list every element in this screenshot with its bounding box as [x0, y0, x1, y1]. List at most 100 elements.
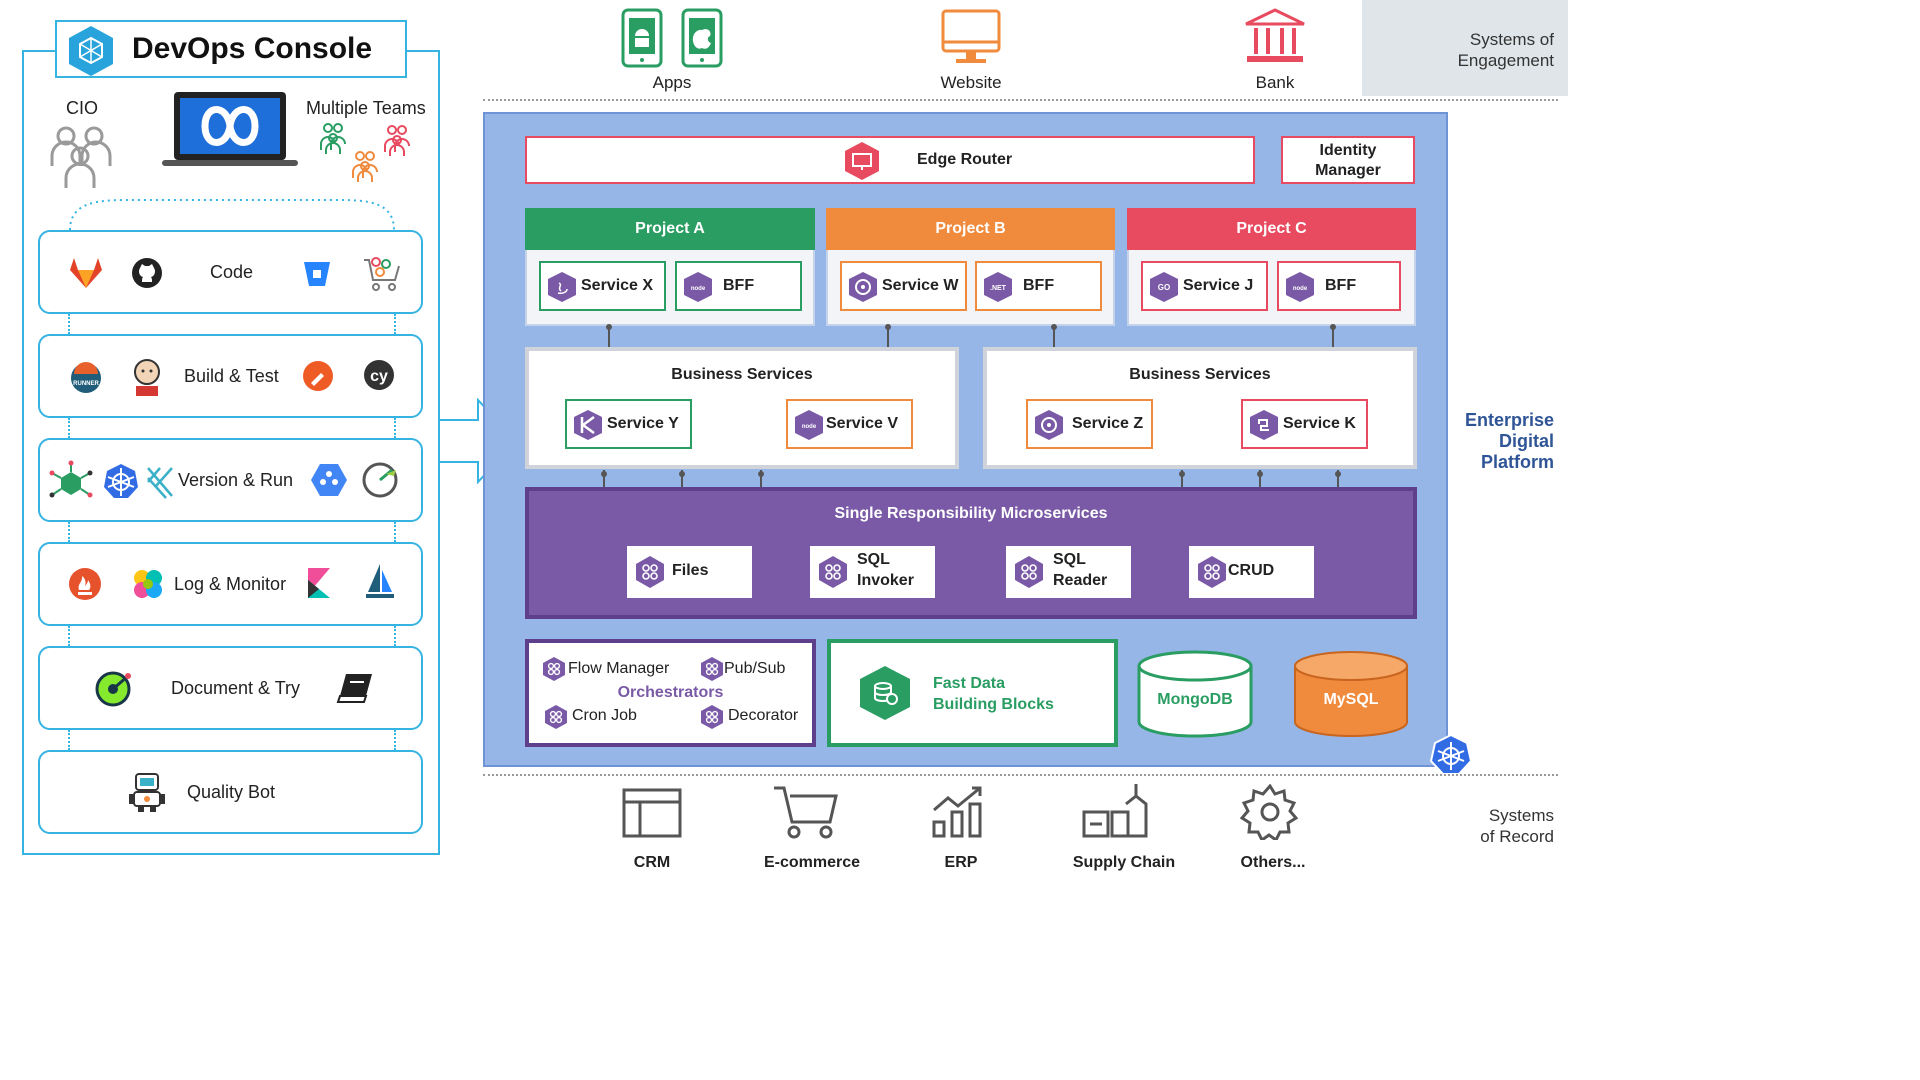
card-connector	[394, 730, 396, 750]
service-w-label: Service W	[882, 277, 959, 294]
identity-manager-label-2: Manager	[1315, 162, 1381, 179]
bff-a-label: BFF	[723, 277, 755, 294]
kubernetes-icon	[104, 464, 138, 498]
service-j[interactable]: GO Service J	[1141, 261, 1268, 311]
mysql-label: MySQL	[1323, 691, 1379, 708]
microservice-files[interactable]: Files	[627, 546, 752, 598]
card-build-test[interactable]: RUNNER Build & Test cy	[38, 334, 423, 418]
microservice-icon	[819, 556, 847, 588]
record-divider	[483, 774, 1558, 776]
cron-job-label: Cron Job	[572, 707, 637, 724]
cloud-build-icon	[311, 464, 347, 496]
mongodb-cylinder[interactable]	[1137, 650, 1253, 738]
business-services-left-title: Business Services	[671, 366, 813, 383]
card-connector	[68, 418, 70, 438]
flow-manager-icon	[543, 657, 565, 681]
card-log-monitor[interactable]: Log & Monitor	[38, 542, 423, 626]
microservice-icon	[636, 556, 664, 588]
engagement-divider	[483, 99, 1558, 101]
microservice-sql-reader[interactable]: SQL Reader	[1006, 546, 1131, 598]
microservice-icon	[1015, 556, 1043, 588]
microservice-sql-invoker[interactable]: SQL Invoker	[810, 546, 935, 598]
nodejs-icon: node	[1286, 272, 1314, 302]
svg-text:GO: GO	[1158, 283, 1170, 292]
service-x[interactable]: Service X	[539, 261, 666, 311]
card-log-monitor-label: Log & Monitor	[174, 574, 287, 594]
flow-manager-label: Flow Manager	[568, 660, 670, 677]
sailboat-icon	[366, 564, 394, 598]
connector-dot	[1179, 471, 1185, 477]
pub-sub-icon	[701, 657, 723, 681]
connector-dot	[1257, 471, 1263, 477]
fast-data-icon	[860, 666, 910, 720]
connector-dot	[1335, 471, 1341, 477]
bitbucket-icon	[304, 262, 330, 286]
service-w[interactable]: Service W	[840, 261, 967, 311]
service-j-label: Service J	[1183, 277, 1254, 294]
microservice-sql-invoker-label-2: Invoker	[857, 572, 914, 589]
microservice-crud[interactable]: CRUD	[1189, 546, 1314, 598]
bff-a[interactable]: node BFF	[675, 261, 802, 311]
edge-router[interactable]: Edge Router	[525, 136, 1255, 184]
identity-manager-label: Identity	[1319, 142, 1377, 159]
connector	[1332, 327, 1334, 347]
connector-dot	[1051, 324, 1057, 330]
apps-icon	[621, 8, 723, 68]
package-cart-icon	[364, 257, 400, 291]
erp-icon	[932, 786, 982, 838]
connector	[608, 327, 610, 347]
connector-dot	[606, 324, 612, 330]
console-title-box	[55, 20, 407, 78]
card-version-run[interactable]: Version & Run	[38, 438, 423, 522]
github-icon	[132, 258, 162, 288]
edge-router-label: Edge Router	[917, 151, 1013, 168]
microservices-title: Single Responsibility Microservices	[834, 505, 1108, 522]
card-code-label: Code	[210, 262, 254, 282]
microservice-crud-label: CRUD	[1228, 562, 1275, 579]
bff-c[interactable]: node BFF	[1277, 261, 1401, 311]
supply-chain-icon	[1082, 784, 1148, 838]
spring-icon	[1035, 410, 1063, 440]
service-z[interactable]: Service Z	[1026, 399, 1153, 449]
service-v[interactable]: node Service V	[786, 399, 913, 449]
card-connector	[394, 314, 396, 334]
service-k[interactable]: Service K	[1241, 399, 1368, 449]
connector	[760, 470, 762, 488]
teams-icon	[320, 123, 410, 182]
supply-chain-label: Supply Chain	[1072, 854, 1176, 871]
connector	[1337, 470, 1339, 488]
svg-text:RUNNER: RUNNER	[73, 381, 99, 387]
mysql-cylinder[interactable]	[1293, 650, 1409, 738]
cypress-icon: cy	[364, 360, 394, 390]
card-code[interactable]: Code	[38, 230, 423, 314]
decorator-label: Decorator	[728, 707, 799, 724]
multiple-teams-label: Multiple Teams	[306, 98, 426, 118]
card-quality-bot[interactable]: Quality Bot	[38, 750, 423, 834]
bff-c-label: BFF	[1325, 277, 1357, 294]
svg-text:node: node	[1293, 286, 1308, 292]
bank-label: Bank	[1255, 73, 1295, 92]
bff-b[interactable]: .NET BFF	[975, 261, 1102, 311]
flux-icon	[147, 467, 173, 499]
connector	[1053, 327, 1055, 347]
website-label: Website	[940, 73, 1002, 92]
decorator-icon	[701, 705, 723, 729]
service-z-label: Service Z	[1072, 415, 1144, 432]
spring-icon	[849, 272, 877, 302]
runner-icon: RUNNER	[71, 362, 101, 393]
connector	[1259, 470, 1261, 488]
connector	[603, 470, 605, 488]
identity-manager[interactable]: Identity Manager	[1281, 136, 1415, 184]
kibana-icon	[308, 568, 330, 598]
connector-dot	[601, 471, 607, 477]
card-document-try[interactable]: Document & Try	[38, 646, 423, 730]
service-y[interactable]: Service Y	[565, 399, 692, 449]
card-build-test-label: Build & Test	[184, 366, 279, 386]
project-b-header: Project B	[826, 208, 1115, 250]
card-connector	[68, 730, 70, 750]
orchestrators-panel	[525, 639, 816, 747]
bff-b-label: BFF	[1023, 277, 1055, 294]
